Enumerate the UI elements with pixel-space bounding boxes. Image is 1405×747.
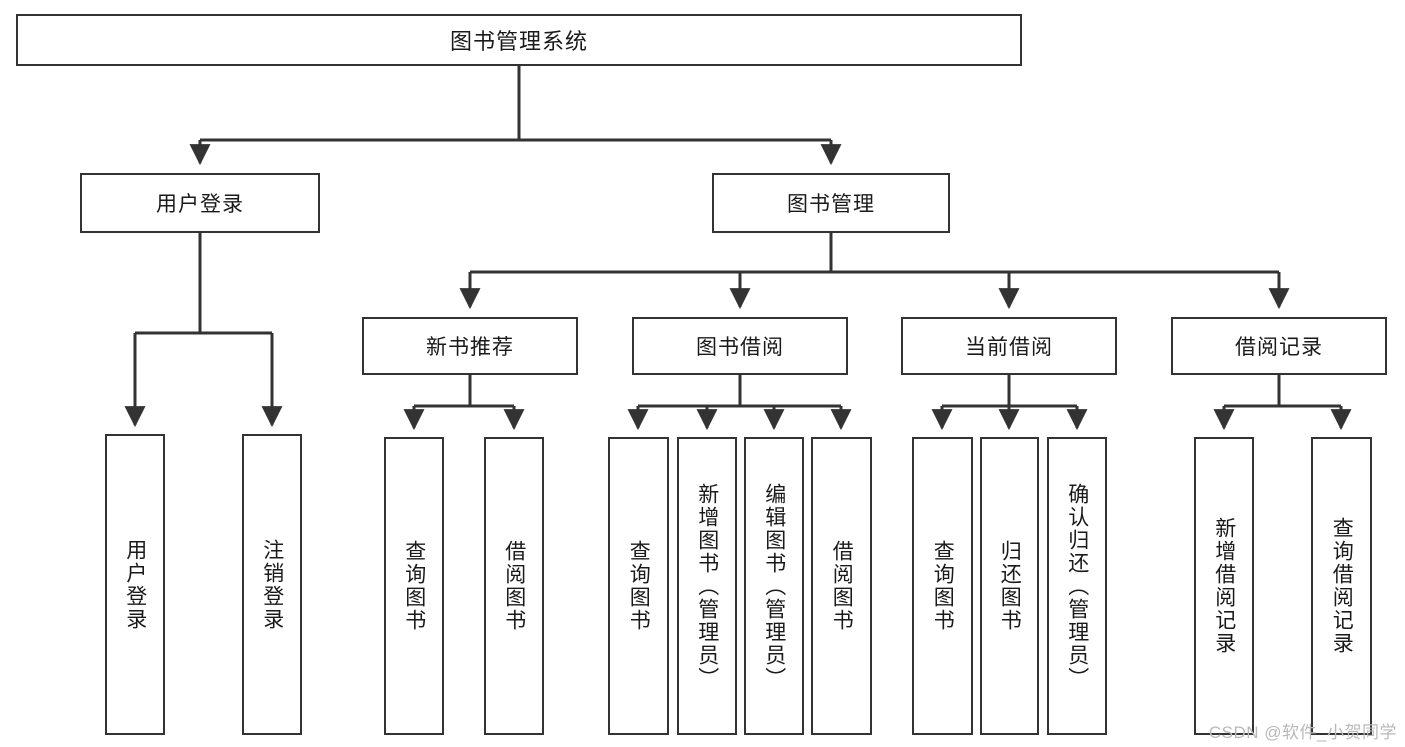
node-book-manage-label: 图书管理 (787, 193, 875, 216)
node-leaf-add-record-label: 新增借阅记录 (1212, 517, 1236, 655)
node-leaf-user-logout-label: 注销登录 (260, 538, 284, 631)
node-book-manage[interactable]: 图书管理 (712, 173, 950, 233)
node-new-book-rec-label: 新书推荐 (426, 336, 514, 359)
node-user-login-label: 用户登录 (156, 193, 244, 216)
node-leaf-user-login[interactable]: 用户登录 (105, 434, 165, 735)
node-leaf-return-book-label: 归还图书 (998, 540, 1022, 632)
node-leaf-add-book-label: 新增图书（管理员） (695, 482, 719, 690)
node-leaf-edit-book-label: 编辑图书（管理员） (762, 482, 786, 690)
node-leaf-edit-book[interactable]: 编辑图书（管理员） (744, 437, 804, 735)
node-leaf-user-login-label: 用户登录 (123, 538, 147, 631)
node-leaf-return-book[interactable]: 归还图书 (980, 437, 1039, 735)
node-user-login[interactable]: 用户登录 (80, 173, 320, 233)
node-new-book-rec[interactable]: 新书推荐 (362, 317, 578, 375)
node-current-borrow[interactable]: 当前借阅 (901, 317, 1117, 375)
node-borrow-record-label: 借阅记录 (1235, 336, 1323, 359)
node-leaf-query-book-cur-label: 查询图书 (931, 540, 955, 632)
node-leaf-query-book-cur[interactable]: 查询图书 (912, 437, 973, 735)
node-root-label: 图书管理系统 (449, 29, 588, 54)
node-book-borrow[interactable]: 图书借阅 (632, 317, 848, 375)
watermark-text: CSDN @软件_小贺同学 (1208, 723, 1397, 742)
node-leaf-borrow-book[interactable]: 借阅图书 (811, 437, 872, 735)
node-leaf-borrow-book-rec[interactable]: 借阅图书 (484, 437, 544, 735)
node-leaf-query-book-rec[interactable]: 查询图书 (384, 437, 444, 735)
node-leaf-borrow-book-label: 借阅图书 (830, 540, 854, 632)
node-leaf-query-book-borrow-label: 查询图书 (627, 540, 651, 632)
node-current-borrow-label: 当前借阅 (965, 336, 1053, 359)
node-leaf-user-logout[interactable]: 注销登录 (242, 434, 302, 735)
node-leaf-add-book[interactable]: 新增图书（管理员） (677, 437, 737, 735)
node-leaf-confirm-return-label: 确认归还（管理员） (1065, 482, 1089, 690)
node-leaf-query-record-label: 查询借阅记录 (1330, 517, 1354, 655)
node-borrow-record[interactable]: 借阅记录 (1171, 317, 1387, 375)
node-leaf-query-record[interactable]: 查询借阅记录 (1311, 437, 1372, 735)
node-leaf-query-book-borrow[interactable]: 查询图书 (608, 437, 669, 735)
node-leaf-add-record[interactable]: 新增借阅记录 (1194, 437, 1254, 735)
node-leaf-borrow-book-rec-label: 借阅图书 (502, 540, 526, 632)
node-book-borrow-label: 图书借阅 (696, 336, 784, 359)
node-leaf-query-book-rec-label: 查询图书 (402, 540, 426, 632)
node-root[interactable]: 图书管理系统 (16, 14, 1022, 66)
node-leaf-confirm-return[interactable]: 确认归还（管理员） (1047, 437, 1107, 735)
